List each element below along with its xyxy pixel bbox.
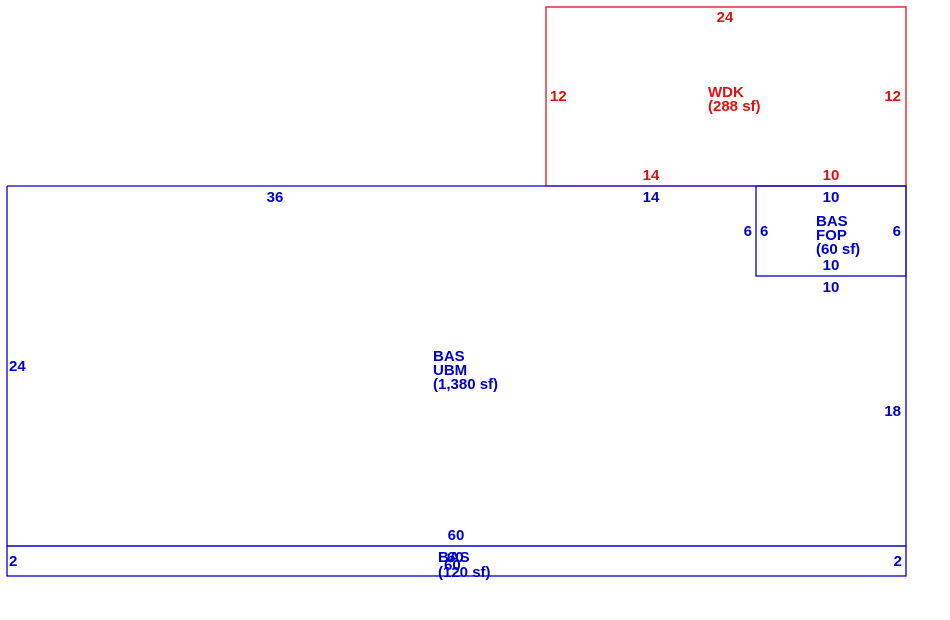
- fop-dim-bottom-inner: 10: [823, 257, 840, 274]
- main-dim-bottom: 60: [448, 527, 465, 544]
- main-area: 36 14 24 18 60 BAS UBM (1,380 sf): [6, 185, 907, 547]
- fop-label-code: BAS: [816, 213, 848, 230]
- wdk-label-code: WDK: [708, 84, 744, 101]
- fop-dim-top: 10: [823, 189, 840, 206]
- fop-dim-bottom-outer: 10: [823, 279, 840, 296]
- fop-dim-left-outer: 6: [744, 223, 752, 240]
- main-label-area: (1,380 sf): [433, 376, 498, 393]
- main-dim-top-a: 36: [267, 189, 284, 206]
- wdk-dim-bottom-a: 14: [643, 167, 660, 184]
- fop-label-sub: FOP: [816, 227, 847, 244]
- wdk-dim-top: 24: [717, 9, 734, 26]
- wdk-area: 24 12 12 14 10 WDK (288 sf): [545, 6, 907, 187]
- wdk-label-area: (288 sf): [708, 98, 761, 115]
- strip-dim-overlap-a: 60: [447, 549, 464, 566]
- strip-dim-right: 2: [894, 553, 902, 570]
- wdk-dim-bottom-b: 10: [823, 167, 840, 184]
- main-label-code: BAS: [433, 348, 465, 365]
- fop-label-area: (60 sf): [816, 241, 860, 258]
- strip-outline: [6, 545, 907, 577]
- strip-area: 2 2 BAS 60 60 (120 sf): [6, 545, 907, 581]
- strip-label-area: (120 sf): [438, 564, 491, 581]
- fop-area: 10 6 6 6 10 10 BAS FOP (60 sf): [744, 185, 907, 296]
- strip-label-code: BAS: [438, 549, 470, 566]
- fop-dim-right: 6: [893, 223, 901, 240]
- fop-dim-left-inner: 6: [760, 223, 768, 240]
- main-dim-right: 18: [884, 403, 901, 420]
- fop-outline: [755, 185, 907, 277]
- main-dim-top-b: 14: [643, 189, 660, 206]
- strip-dim-left: 2: [9, 553, 17, 570]
- main-dim-left: 24: [9, 358, 26, 375]
- wdk-dim-right: 12: [884, 88, 901, 105]
- main-label-sub: UBM: [433, 362, 467, 379]
- strip-dim-overlap-b: 60: [444, 557, 461, 574]
- wdk-dim-left: 12: [550, 88, 567, 105]
